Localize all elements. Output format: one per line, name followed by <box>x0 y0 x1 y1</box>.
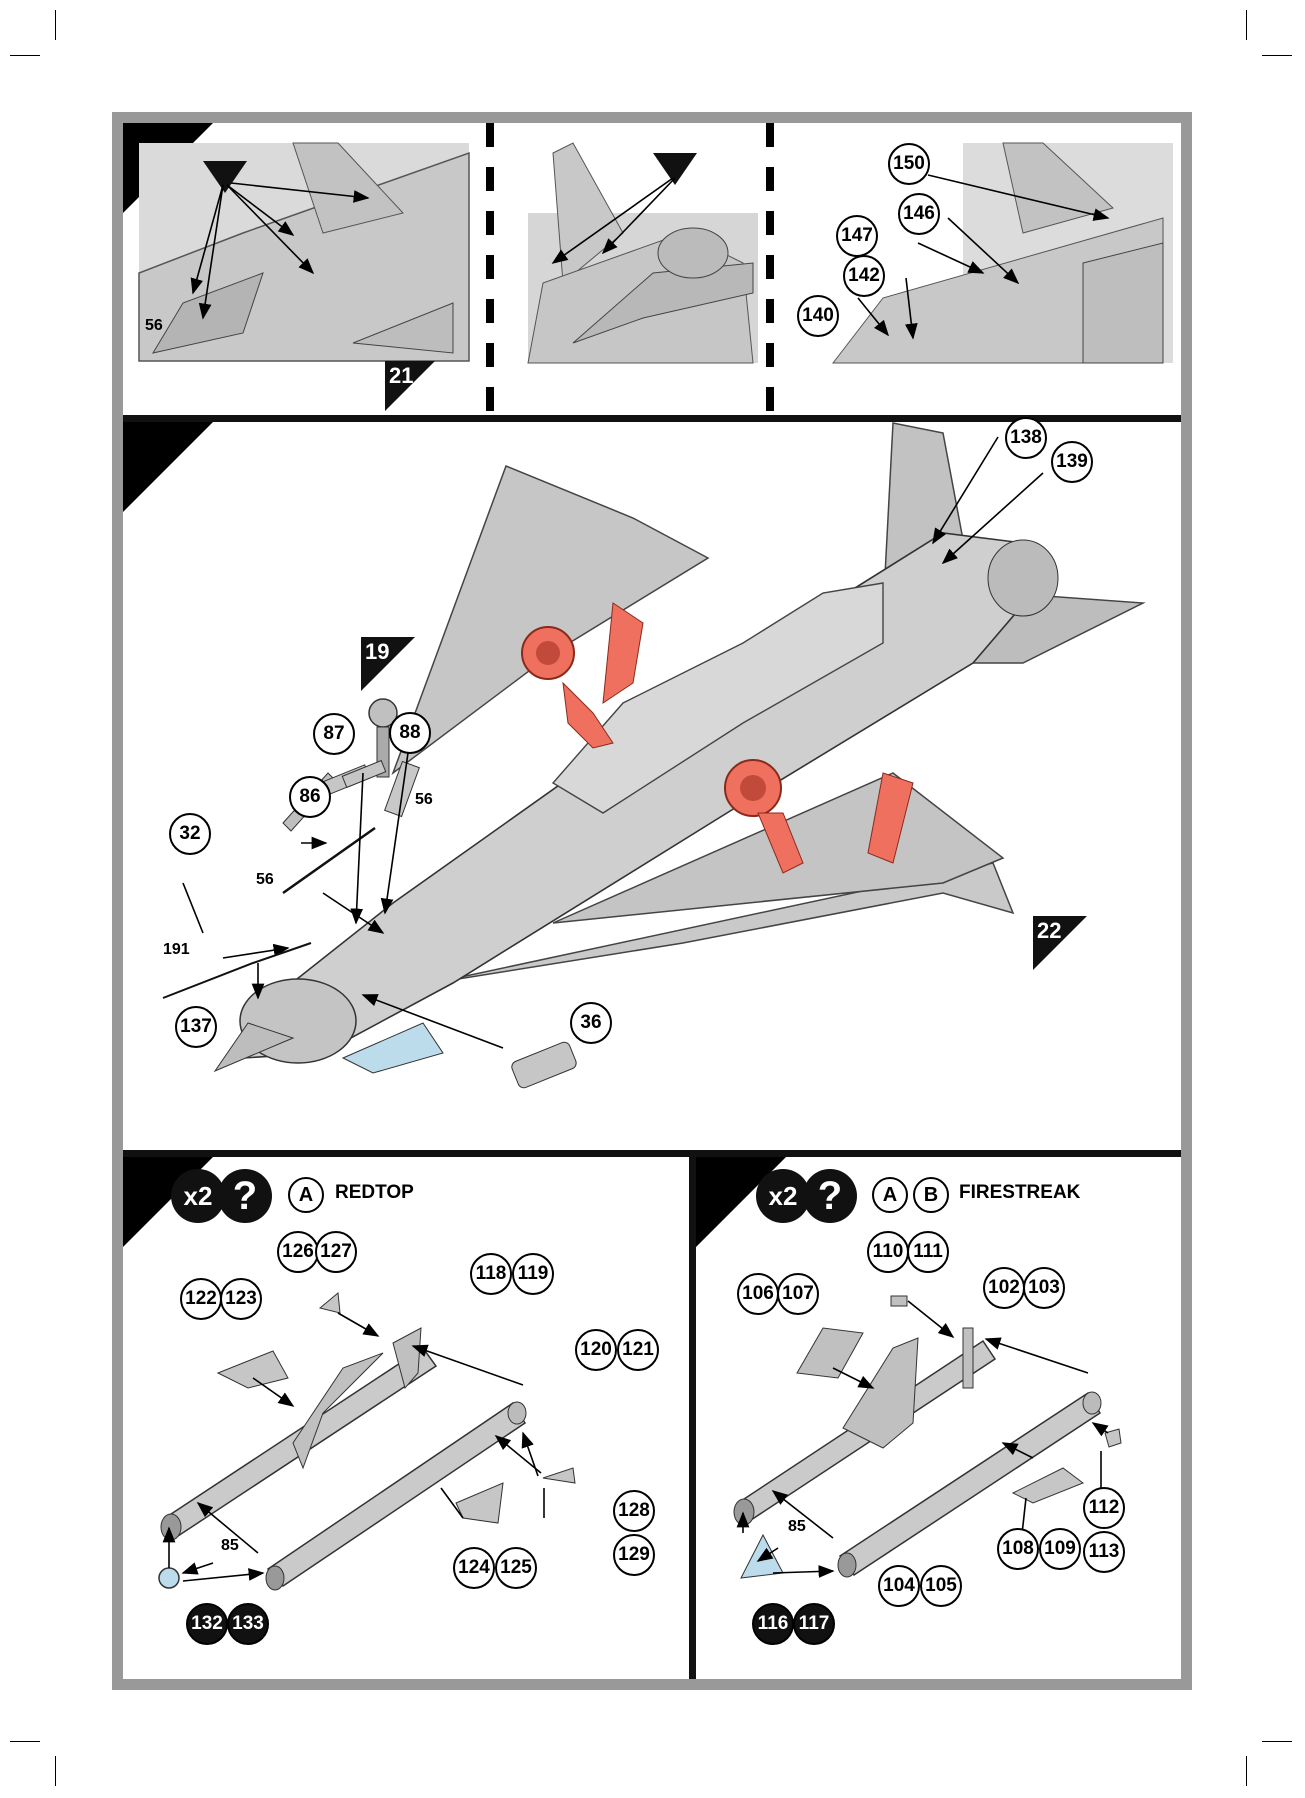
part-callout-87: 87 <box>313 713 355 755</box>
part-label-85: 85 <box>221 1537 239 1555</box>
crop-mark <box>1262 1741 1292 1742</box>
part-callout-122: 122 <box>180 1278 222 1320</box>
part-label-191: 191 <box>163 941 190 959</box>
part-callout-102: 102 <box>983 1267 1025 1309</box>
part-callout-150: 150 <box>888 143 930 185</box>
part-callout-110: 110 <box>867 1231 909 1273</box>
line-art <box>123 123 1181 1679</box>
option-letter-a: A <box>288 1177 324 1213</box>
part-callout-117: 117 <box>793 1603 835 1645</box>
part-callout-105: 105 <box>920 1565 962 1607</box>
redtop-seeker-icon <box>159 1568 179 1588</box>
missile-title-redtop: REDTOP <box>335 1182 414 1204</box>
part-callout-142: 142 <box>843 255 885 297</box>
crop-mark <box>1246 10 1247 40</box>
part-callout-104: 104 <box>878 1565 920 1607</box>
option-letter-a: A <box>872 1177 908 1213</box>
crop-mark <box>10 1741 40 1742</box>
part-callout-132: 132 <box>186 1603 228 1645</box>
part-callout-111: 111 <box>907 1231 949 1273</box>
part-callout-86: 86 <box>289 776 331 818</box>
part-callout-139: 139 <box>1051 441 1093 483</box>
part-callout-108: 108 <box>997 1528 1039 1570</box>
part-callout-32: 32 <box>169 813 211 855</box>
crop-mark <box>1246 1756 1247 1786</box>
part-callout-106: 106 <box>737 1273 779 1315</box>
part-callout-119: 119 <box>512 1253 554 1295</box>
crop-mark <box>55 1756 56 1786</box>
part-callout-88: 88 <box>389 712 431 754</box>
part-callout-124: 124 <box>453 1547 495 1589</box>
quantity-badge: x2 <box>756 1169 810 1223</box>
fuselage-detail-left <box>139 143 469 361</box>
tool-triangle-icon <box>653 153 697 185</box>
part-callout-103: 103 <box>1023 1267 1065 1309</box>
part-callout-126: 126 <box>277 1231 319 1273</box>
crop-mark <box>55 10 56 40</box>
part-label-56: 56 <box>256 871 274 889</box>
part-callout-123: 123 <box>220 1278 262 1320</box>
sheet-inner: 56 21 150 146 147 142 140 138 139 19 22 … <box>123 123 1181 1679</box>
instruction-sheet: 56 21 150 146 147 142 140 138 139 19 22 … <box>112 112 1192 1690</box>
fuselage-detail-middle <box>528 143 758 363</box>
part-callout-129: 129 <box>613 1534 655 1576</box>
firestreak-seeker-icon <box>741 1535 783 1578</box>
part-label-56: 56 <box>145 317 163 335</box>
aircraft-assembly <box>215 423 1143 1073</box>
part-callout-109: 109 <box>1039 1528 1081 1570</box>
help-icon: ? <box>218 1169 272 1223</box>
part-callout-107: 107 <box>777 1273 819 1315</box>
part-callout-120: 120 <box>575 1329 617 1371</box>
help-icon: ? <box>803 1169 857 1223</box>
part-callout-112: 112 <box>1083 1487 1125 1529</box>
part-callout-128: 128 <box>613 1490 655 1532</box>
crop-mark <box>10 55 40 56</box>
part-callout-121: 121 <box>617 1329 659 1371</box>
part-callout-133: 133 <box>227 1603 269 1645</box>
quantity-badge: x2 <box>171 1169 225 1223</box>
missile-title-firestreak: FIRESTREAK <box>959 1182 1080 1204</box>
part-label-56: 56 <box>415 791 433 809</box>
part-callout-140: 140 <box>797 295 839 337</box>
part-callout-113: 113 <box>1083 1531 1125 1573</box>
part-label-85: 85 <box>788 1518 806 1536</box>
part-callout-125: 125 <box>495 1547 537 1589</box>
part-callout-127: 127 <box>315 1231 357 1273</box>
part-callout-146: 146 <box>898 193 940 235</box>
part-callout-118: 118 <box>470 1253 512 1295</box>
part-callout-116: 116 <box>752 1603 794 1645</box>
part-callout-147: 147 <box>836 215 878 257</box>
part-callout-36: 36 <box>570 1002 612 1044</box>
crop-mark <box>1262 55 1292 56</box>
part-callout-138: 138 <box>1005 417 1047 459</box>
option-letter-b: B <box>913 1177 949 1213</box>
part-callout-137: 137 <box>175 1006 217 1048</box>
